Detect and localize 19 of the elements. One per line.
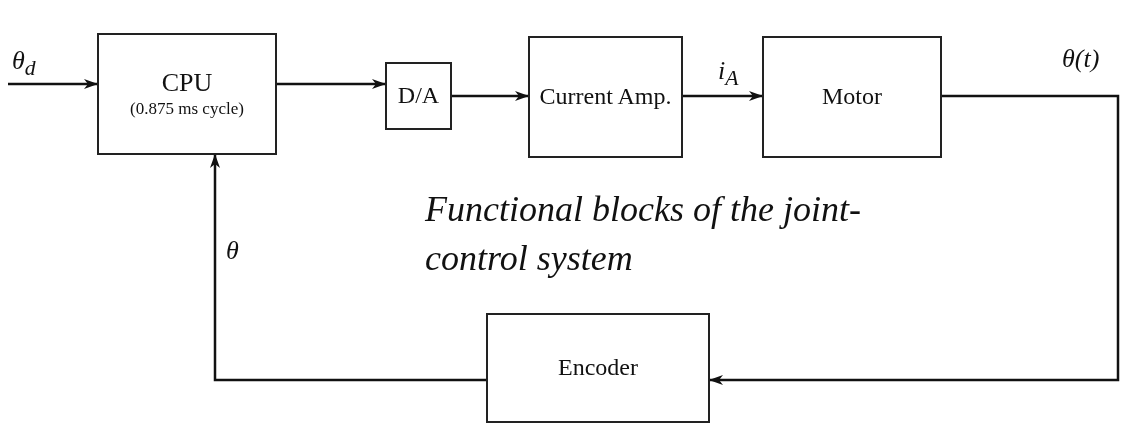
arrow xyxy=(210,154,486,382)
arrow xyxy=(8,79,98,89)
arrow xyxy=(709,94,1120,385)
process-box xyxy=(762,36,942,158)
process-box xyxy=(97,33,277,155)
process-box xyxy=(528,36,683,158)
arrow xyxy=(683,91,763,101)
block-label: Encoder xyxy=(558,354,638,382)
block-label: CPU xyxy=(161,68,213,98)
block-label: D/A xyxy=(397,82,440,110)
caption: Functional blocks of the joint-control system xyxy=(425,188,862,280)
arrow xyxy=(277,79,386,89)
process-box xyxy=(486,313,710,423)
process-box xyxy=(385,62,452,130)
arrow xyxy=(452,91,529,101)
block-label: Motor xyxy=(822,83,882,111)
signal-label: θ(t) xyxy=(1062,46,1100,72)
block-label: Current Amp. xyxy=(539,83,672,111)
block-note: (0.875 ms cycle) xyxy=(130,97,244,120)
